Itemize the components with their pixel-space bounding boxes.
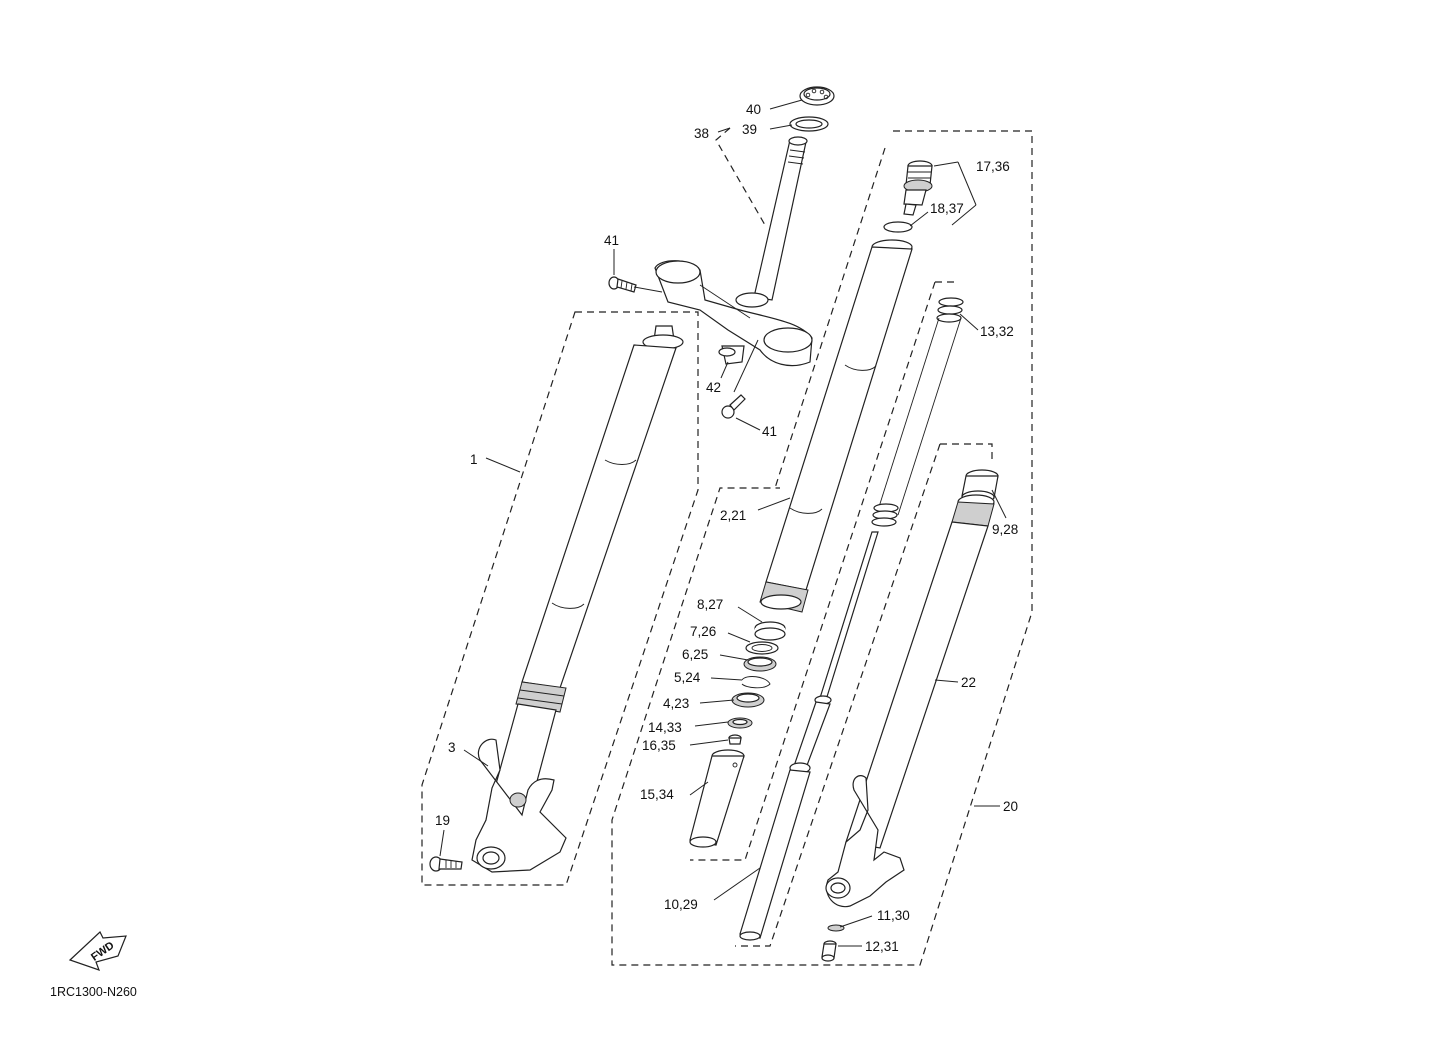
callout-7-26: 7,26 <box>690 624 716 639</box>
callout-15-34: 15,34 <box>640 787 674 802</box>
bearing-seal <box>789 116 829 132</box>
callout-labels: 40 39 38 41 42 41 1 2,21 17,36 18,37 13,… <box>435 102 1018 954</box>
outer-tube <box>845 494 995 849</box>
callout-16-35: 16,35 <box>642 738 676 753</box>
callout-41-lower: 41 <box>762 424 777 439</box>
callout-6-25: 6,25 <box>682 647 708 662</box>
spacer-washer <box>727 717 753 729</box>
callout-4-23: 4,23 <box>663 696 689 711</box>
lower-axle-bracket <box>825 775 905 908</box>
o-ring <box>883 221 913 233</box>
callout-40: 40 <box>746 102 761 117</box>
callout-39: 39 <box>742 122 757 137</box>
bracket-bolt-upper <box>608 276 637 293</box>
lower-bracket <box>654 260 813 367</box>
callout-41-upper: 41 <box>604 233 619 248</box>
base-valve-bolt <box>821 940 837 962</box>
callout-2-21: 2,21 <box>720 508 746 523</box>
callout-38: 38 <box>694 126 709 141</box>
adjuster-cap <box>903 160 933 216</box>
bracket-bolt-lower <box>721 394 746 419</box>
collar <box>718 345 745 365</box>
fwd-arrow-icon: FWD <box>68 931 127 971</box>
callout-8-27: 8,27 <box>697 597 723 612</box>
callout-1: 1 <box>470 452 478 467</box>
callout-42: 42 <box>706 380 721 395</box>
leader-lines <box>439 99 1007 947</box>
callout-14-33: 14,33 <box>648 720 682 735</box>
axle-pinch-bolt <box>429 856 463 872</box>
steering-stem <box>753 136 808 301</box>
callout-12-31: 12,31 <box>865 939 899 954</box>
callout-3: 3 <box>448 740 456 755</box>
callout-18-37: 18,37 <box>930 201 964 216</box>
bearing-race <box>799 86 835 106</box>
inner-tube <box>759 239 913 613</box>
callout-11-30: 11,30 <box>877 908 910 923</box>
callout-20: 20 <box>1003 799 1018 814</box>
oil-seal <box>743 656 777 672</box>
callout-9-28: 9,28 <box>992 522 1018 537</box>
washer <box>745 641 779 655</box>
base-valve-washer <box>827 924 845 932</box>
dust-seal <box>731 692 765 708</box>
left-fork-assembly <box>471 325 684 873</box>
diagram-code: 1RC1300-N260 <box>50 985 137 999</box>
callout-10-29: 10,29 <box>664 897 698 912</box>
fork-spring <box>871 297 964 527</box>
damper-rod <box>739 531 879 941</box>
callout-5-24: 5,24 <box>674 670 701 685</box>
oil-lock-piece <box>689 749 745 848</box>
retaining-clip <box>741 676 771 689</box>
slide-bushing <box>754 621 786 641</box>
group-boundaries <box>421 127 1033 966</box>
callout-17-36: 17,36 <box>976 159 1010 174</box>
callout-22: 22 <box>961 675 976 690</box>
callout-19: 19 <box>435 813 450 828</box>
small-nut <box>728 734 742 745</box>
callout-13-32: 13,32 <box>980 324 1014 339</box>
